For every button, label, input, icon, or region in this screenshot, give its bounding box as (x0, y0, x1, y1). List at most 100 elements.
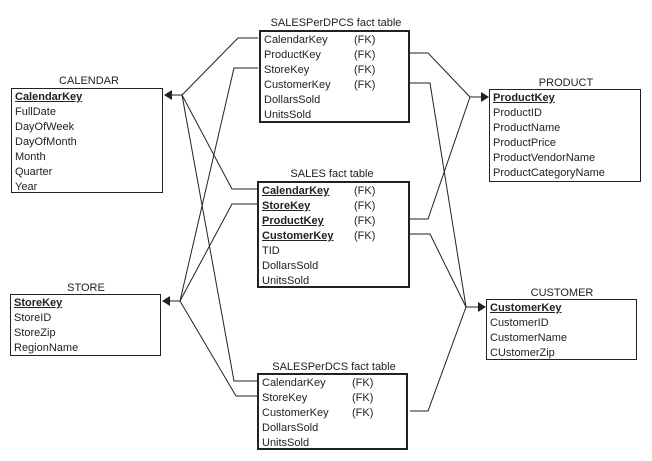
sales-fk-label: (FK) (354, 200, 376, 212)
calendar-arrowhead (164, 90, 172, 100)
product-attr-name: ProductPrice (493, 137, 556, 149)
calendar-attr-name: DayOfMonth (15, 136, 77, 148)
salesperdpcs-attr-row: DollarsSold (264, 93, 320, 108)
rel-salesperdcs-calendar (181, 94, 258, 382)
calendar-attr-row: DayOfWeek (15, 120, 74, 135)
salesperdpcs-attr-name: ProductKey (264, 49, 321, 61)
product-attr-row: ProductKey (493, 91, 555, 106)
calendar-attr-name: Month (15, 151, 46, 163)
store-attr-row: StoreID (14, 311, 51, 326)
salesperdpcs-fk-label: (FK) (354, 49, 376, 61)
store-arrowhead (162, 296, 170, 306)
calendar-attr-row: Month (15, 150, 46, 165)
store-attr-row: StoreZip (14, 326, 56, 341)
store-attr-row: RegionName (14, 341, 78, 356)
salesperdpcs-fk-label: (FK) (354, 34, 376, 46)
calendar-attr-name: Quarter (15, 166, 53, 178)
rel-salesperdpcs-store (179, 67, 258, 302)
sales-attr-row: StoreKey (FK) (262, 199, 375, 214)
store-attr-name: RegionName (14, 342, 79, 354)
salesperdpcs-attr-name: UnitsSold (264, 109, 312, 121)
salesperdpcs-title: SALESPerDPCS fact table (270, 17, 402, 29)
product-attr-name: ProductID (493, 107, 542, 119)
rel-salesperdcs-customer (410, 306, 467, 412)
calendar-attr-row: CalendarKey (15, 90, 82, 105)
sales-fk-label: (FK) (354, 185, 376, 197)
product-arrowhead (481, 92, 489, 102)
rel-salesperdpcs-customer (410, 82, 467, 308)
salesperdcs-attr-name: StoreKey (262, 392, 308, 404)
salesperdpcs-fk-label: (FK) (354, 79, 376, 91)
salesperdpcs-attr-name: CustomerKey (264, 79, 331, 91)
salesperdcs-attr-name: UnitsSold (262, 437, 310, 449)
sales-attr-name: TID (262, 245, 280, 257)
salesperdpcs-attr-row: StoreKey(FK) (264, 63, 375, 78)
product-attr-name: ProductKey (493, 92, 555, 104)
sales-attr-row: TID (262, 244, 280, 259)
rel-salesperdcs-store (179, 300, 258, 397)
sales-attr-row: CalendarKey (FK) (262, 184, 375, 199)
customer-attr-name: CUstomerZip (490, 347, 555, 359)
rel-sales-customer (410, 233, 467, 308)
rel-sales-store (179, 203, 258, 302)
sales-attr-row: DollarsSold (262, 259, 318, 274)
customer-attr-row: CustomerName (490, 331, 567, 346)
calendar-attr-name: FullDate (15, 106, 56, 118)
customer-arrowhead (478, 302, 486, 312)
customer-attr-row: CUstomerZip (490, 346, 555, 361)
rel-salesperdpcs-calendar (181, 37, 258, 96)
sales-attr-name: CalendarKey (262, 185, 330, 197)
calendar-attr-row: DayOfMonth (15, 135, 77, 150)
customer-attr-name: CustomerID (490, 317, 549, 329)
customer-title: CUSTOMER (530, 287, 594, 299)
calendar-title: CALENDAR (59, 75, 119, 87)
calendar-attr-row: Year (15, 180, 37, 195)
salesperdcs-fk-label: (FK) (352, 407, 374, 419)
product-attr-row: ProductVendorName (493, 151, 595, 166)
sales-fk-label: (FK) (354, 230, 376, 242)
salesperdcs-fk-label: (FK) (352, 392, 374, 404)
salesperdcs-attr-row: StoreKey (FK) (262, 391, 373, 406)
sales-fk-label: (FK) (354, 215, 376, 227)
customer-attr-row: CustomerID (490, 316, 549, 331)
salesperdcs-title: SALESPerDCS fact table (272, 361, 396, 373)
sales-entity: CalendarKey (FK) StoreKey (FK) ProductKey (FK… (257, 181, 410, 288)
customer-attr-name: CustomerKey (490, 302, 562, 314)
salesperdcs-attr-name: CustomerKey (262, 407, 329, 419)
calendar-attr-row: Quarter (15, 165, 52, 180)
salesperdcs-attr-row: UnitsSold (262, 436, 309, 451)
sales-attr-name: StoreKey (262, 200, 311, 212)
salesperdpcs-entity: CalendarKey(FK)ProductKey(FK)StoreKey(FK… (259, 30, 410, 123)
store-attr-row: StoreKey (14, 296, 62, 311)
sales-attr-name: ProductKey (262, 215, 324, 227)
calendar-attr-row: FullDate (15, 105, 56, 120)
salesperdpcs-attr-row: ProductKey (FK) (264, 48, 375, 63)
sales-attr-name: DollarsSold (262, 260, 319, 272)
salesperdpcs-attr-row: UnitsSold (264, 108, 311, 123)
sales-attr-row: ProductKey (FK) (262, 214, 375, 229)
calendar-attr-name: CalendarKey (15, 91, 83, 103)
rel-sales-product (410, 96, 471, 220)
salesperdcs-attr-row: CustomerKey (FK) (262, 406, 373, 421)
salesperdpcs-attr-row: CustomerKey (FK) (264, 78, 375, 93)
salesperdpcs-attr-name: DollarsSold (264, 94, 321, 106)
salesperdcs-attr-name: DollarsSold (262, 422, 319, 434)
sales-attr-row: UnitsSold (262, 274, 309, 289)
salesperdcs-fk-label: (FK) (352, 377, 374, 389)
rel-salesperdpcs-product (410, 52, 471, 98)
sales-title: SALES fact table (290, 168, 374, 180)
store-title: STORE (67, 282, 105, 294)
salesperdpcs-attr-name: CalendarKey (264, 34, 328, 46)
salesperdcs-attr-name: CalendarKey (262, 377, 326, 389)
store-attr-name: StoreID (14, 312, 52, 324)
product-attr-row: ProductID (493, 106, 542, 121)
salesperdcs-attr-row: CalendarKey (FK) (262, 376, 373, 391)
calendar-attr-name: Year (15, 181, 38, 193)
product-attr-name: ProductVendorName (493, 152, 596, 164)
rel-sales-calendar (181, 94, 258, 190)
product-attr-name: ProductName (493, 122, 561, 134)
